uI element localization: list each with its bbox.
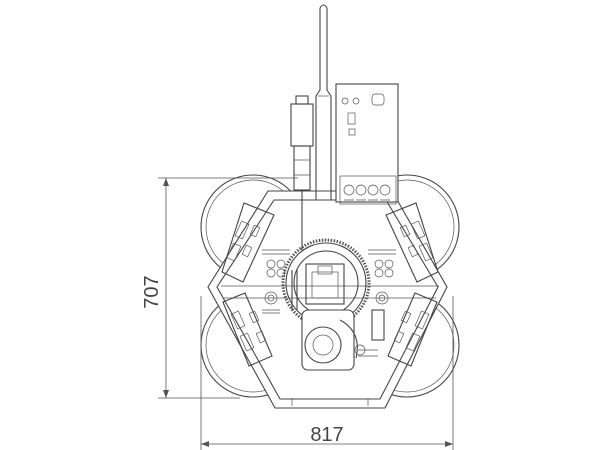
key-switch-icon xyxy=(348,128,356,136)
lifting-rod xyxy=(315,4,332,200)
gauge-icon xyxy=(343,184,355,196)
warning-badge-icon xyxy=(371,93,385,106)
dimension-width: 817 xyxy=(200,296,454,450)
hexagon-frame xyxy=(207,190,448,409)
control-box xyxy=(335,83,399,205)
switch-icon xyxy=(347,112,356,125)
pressure-gauge-left-icon xyxy=(264,291,278,305)
left-lower-arm xyxy=(222,292,273,367)
valve-cluster-left xyxy=(262,249,290,278)
gauge-icon xyxy=(367,184,379,196)
dimension-height: 707 xyxy=(141,177,298,399)
indicator-light-icon xyxy=(352,97,360,105)
pressure-gauge-right-icon xyxy=(375,291,389,305)
valve-cluster-right xyxy=(368,249,396,278)
cylinder xyxy=(290,95,314,250)
right-upper-arm xyxy=(385,202,439,283)
gauge-icon xyxy=(379,184,391,196)
width-dimension-label: 817 xyxy=(310,424,343,446)
motor-unit xyxy=(301,309,385,371)
gauge-icon xyxy=(355,184,367,196)
indicator-light-icon xyxy=(341,97,349,105)
right-lower-arm xyxy=(387,292,438,367)
left-upper-arm xyxy=(221,202,275,283)
height-dimension-label: 707 xyxy=(141,275,163,308)
pressure-gauges xyxy=(262,291,389,314)
